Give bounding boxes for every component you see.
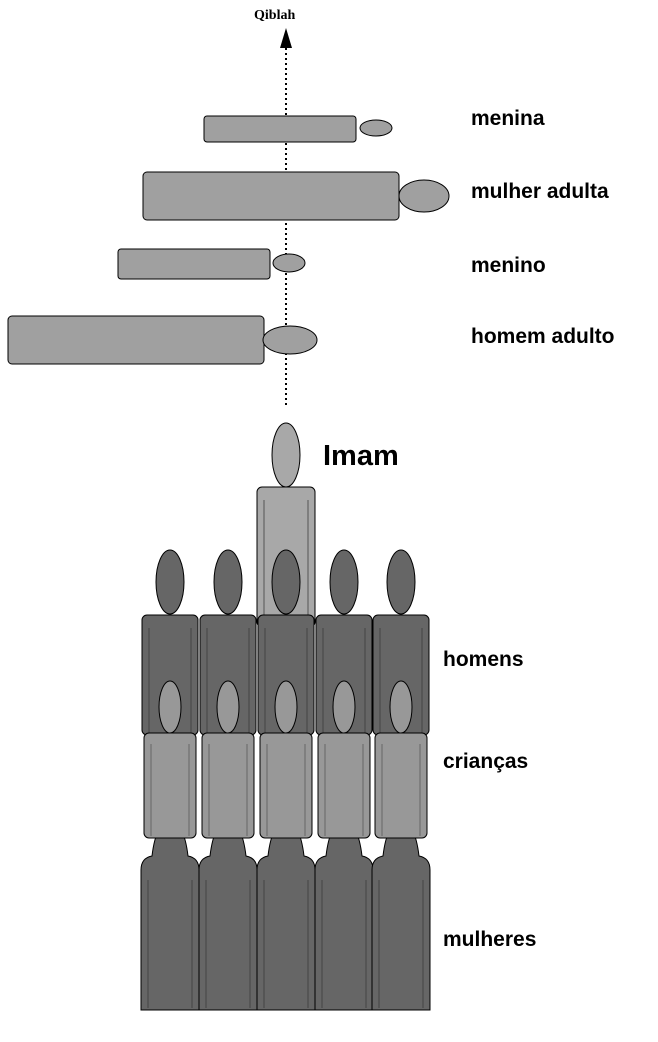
children-row	[143, 680, 428, 839]
imam-label: Imam	[323, 440, 399, 472]
men-row-label: homens	[443, 648, 524, 671]
man-figure	[257, 549, 315, 736]
legend-label-menina: menina	[471, 107, 545, 130]
woman-figure	[140, 821, 200, 1011]
man-figure	[372, 549, 430, 736]
men-row	[141, 549, 430, 736]
child-figure	[374, 680, 428, 839]
legend-menina-symbol	[203, 115, 393, 143]
woman-figure	[314, 821, 374, 1011]
legend-menino-symbol	[117, 248, 306, 280]
woman-figure	[256, 821, 316, 1011]
women-row-label: mulheres	[443, 928, 537, 951]
legend-mulher-adulta-symbol	[142, 171, 450, 221]
children-row-label: crianças	[443, 750, 529, 773]
man-figure	[315, 549, 373, 736]
child-figure	[317, 680, 371, 839]
legend-homem-adulto-symbol	[7, 315, 318, 365]
woman-figure	[198, 821, 258, 1011]
woman-figure	[371, 821, 431, 1011]
man-figure	[141, 549, 199, 736]
legend-label-menino: menino	[471, 254, 546, 277]
qiblah-label: Qiblah	[254, 8, 296, 23]
women-row	[140, 821, 431, 1011]
child-figure	[201, 680, 255, 839]
legend-label-homem-adulto: homem adulto	[471, 325, 615, 348]
legend-label-mulher-adulta: mulher adulta	[471, 180, 609, 203]
qiblah-arrowhead-icon	[280, 28, 292, 48]
man-figure	[199, 549, 257, 736]
child-figure	[259, 680, 313, 839]
child-figure	[143, 680, 197, 839]
